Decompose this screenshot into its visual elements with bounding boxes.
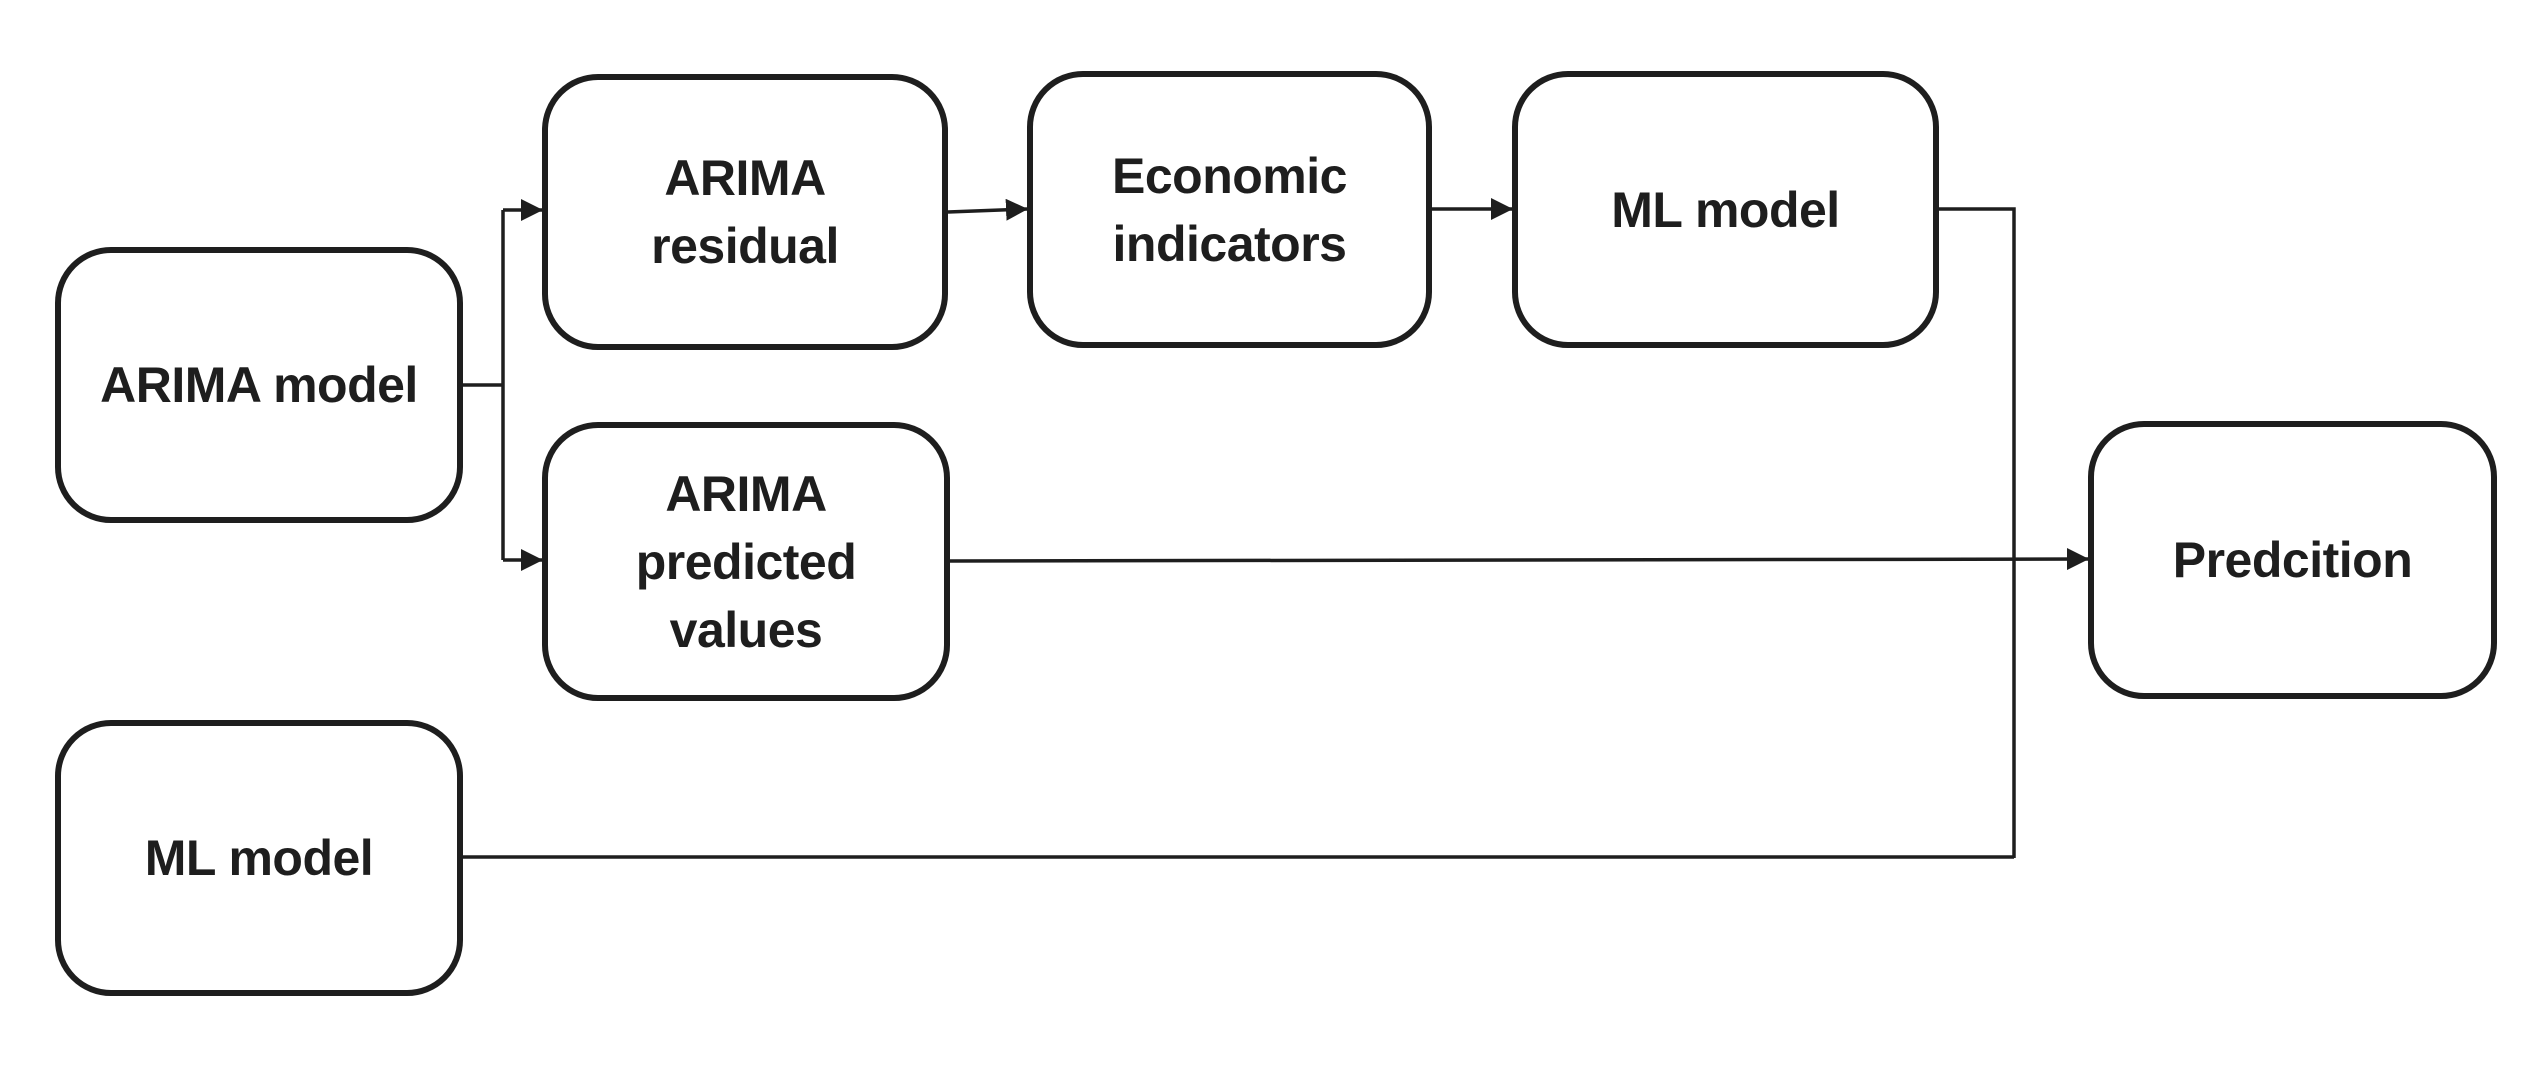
node-prediction: Predcition xyxy=(2088,421,2497,699)
node-prediction-label: Predcition xyxy=(2172,532,2413,588)
node-arima-model-label: ARIMA model xyxy=(100,357,418,413)
node-economic-indicators: Economic indicators xyxy=(1027,71,1432,348)
arrow-residual-to-economic xyxy=(947,198,1028,221)
edge-ml-top-to-bus xyxy=(1939,207,2016,858)
node-ml-model-bottom-label: ML model xyxy=(144,830,374,886)
node-arima-residual-label: ARIMA residual xyxy=(651,150,839,274)
node-ml-model-top: ML model xyxy=(1512,71,1939,348)
node-ml-model-top-label: ML model xyxy=(1611,181,1840,238)
node-arima-model: ARIMA model xyxy=(55,247,463,523)
node-ml-model-bottom: ML model xyxy=(55,720,463,996)
node-arima-residual: ARIMA residual xyxy=(542,74,948,350)
node-economic-indicators-label: Economic indicators xyxy=(1112,147,1347,272)
node-arima-predicted-values-label: ARIMA predicted values xyxy=(635,465,857,658)
arrow-predicted-to-prediction xyxy=(949,548,2089,571)
node-arima-predicted-values: ARIMA predicted values xyxy=(542,422,950,701)
